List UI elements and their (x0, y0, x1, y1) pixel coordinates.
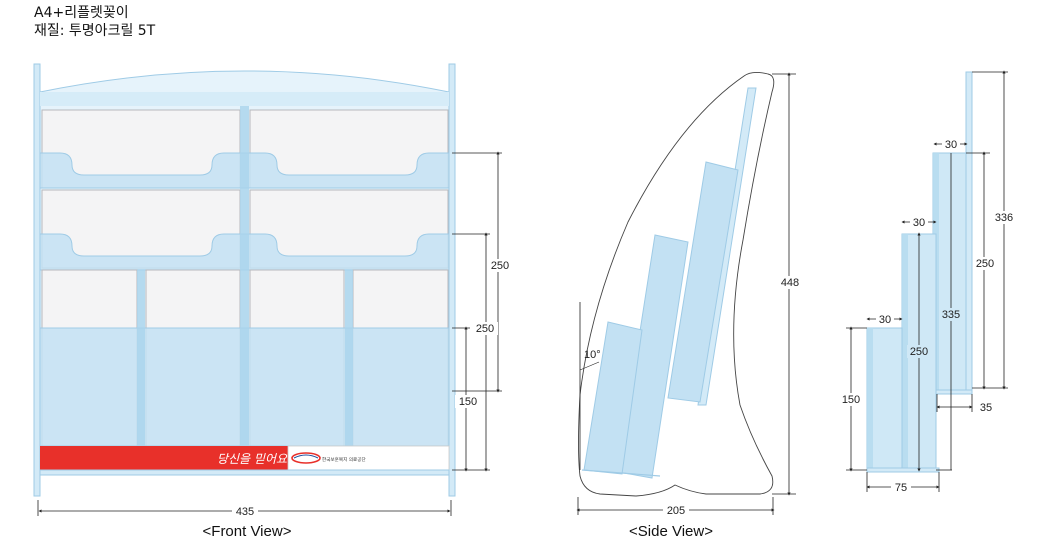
dim-lower-pocket: 150 (459, 396, 477, 408)
dim-side-height: 448 (781, 277, 799, 289)
banner-white (287, 445, 450, 471)
side-pocket-top (667, 161, 739, 403)
side-view-caption: <Side View> (629, 523, 713, 540)
dim-detail-low-step: 30 (879, 314, 891, 326)
detail-back-panel (965, 71, 973, 391)
detail-view: 30 30 30 336 250 335 250 150 (839, 70, 1017, 494)
dim-detail-bottom-width: 75 (895, 482, 907, 494)
right-post (448, 63, 456, 497)
detail-base (866, 467, 940, 473)
lower-divider-right (345, 270, 353, 446)
banner-logo-text: 한국보훈복지 의료공단 (322, 456, 366, 463)
dim-detail-mid-span: 335 (942, 309, 960, 321)
dim-detail-back-offset: 35 (980, 402, 992, 414)
side-pocket-lower (583, 321, 643, 475)
dim-detail-back-height: 336 (995, 212, 1013, 224)
header-band (40, 92, 449, 106)
dim-side-depth: 205 (667, 505, 685, 517)
lower-divider-left (137, 270, 145, 446)
front-view: 당신을 믿어요 한국보훈복지 의료공단 435 <Front View> 250… (33, 63, 513, 540)
dim-detail-top-pocket: 250 (976, 258, 994, 270)
dim-side-angle: 10° (584, 349, 601, 361)
drawing-title: A4+리플렛꽂이 재질: 투명아크릴 5T (34, 4, 155, 40)
side-view: 10° 448 205 <Side View> (576, 71, 803, 540)
banner-slogan: 당신을 믿어요 (217, 452, 288, 466)
base-plate (39, 469, 450, 476)
product-name: A4+리플렛꽂이 (34, 5, 129, 21)
banner-red (40, 446, 288, 470)
dim-detail-mid-step: 30 (913, 217, 925, 229)
material-spec: 재질: 투명아크릴 5T (34, 23, 156, 39)
dim-middle-pocket: 250 (476, 323, 494, 335)
dim-detail-low-pocket: 150 (842, 394, 860, 406)
center-divider (240, 106, 249, 446)
banner-logo-icon (291, 452, 321, 464)
left-post (33, 63, 41, 497)
dim-upper-pocket: 250 (491, 260, 509, 272)
dim-front-width: 435 (236, 506, 254, 518)
front-view-caption: <Front View> (203, 523, 292, 540)
dim-detail-mid-pocket: 250 (910, 346, 928, 358)
dim-detail-top-step: 30 (945, 139, 957, 151)
